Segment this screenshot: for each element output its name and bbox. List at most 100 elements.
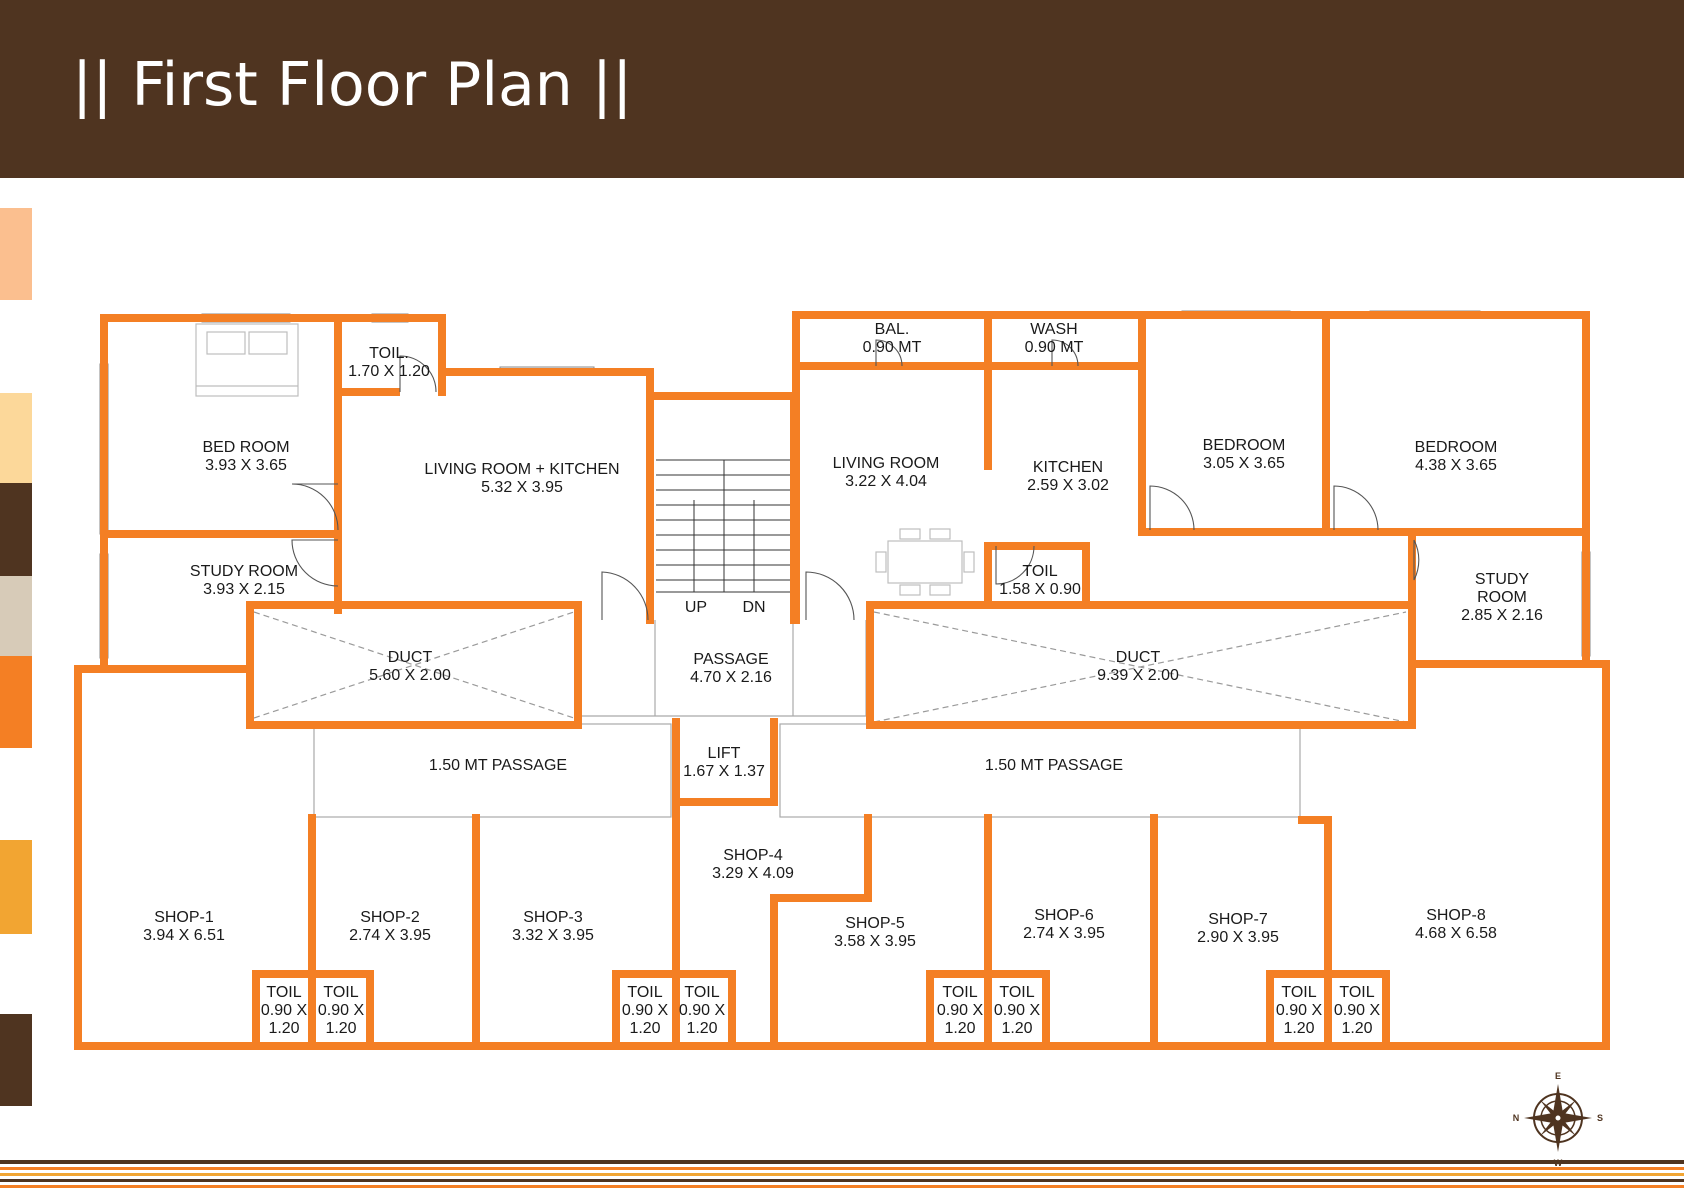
shop-toilet-size: 0.90 X (318, 1002, 365, 1019)
size-toil-mid: 1.58 X 0.90 (999, 581, 1081, 598)
duct-diagonals (253, 611, 1407, 723)
size-shop-3: 3.32 X 3.95 (512, 927, 594, 944)
color-swatch-orange (0, 656, 32, 748)
compass-icon: E W N S (1513, 1071, 1603, 1168)
shop-toilet: TOIL 0.90 X 1.20 (679, 984, 726, 1037)
label-duct-2: DUCT (1116, 649, 1161, 666)
shop-labels: SHOP-1 3.94 X 6.51 SHOP-2 2.74 X 3.95 SH… (143, 847, 1497, 950)
label-living-room: LIVING ROOM (833, 455, 940, 472)
label-bed-room: BED ROOM (202, 439, 289, 456)
shop-toilet: TOIL 0.90 X 1.20 (1334, 984, 1381, 1037)
label-toil-top: TOIL. (369, 345, 409, 362)
size-wash: 0.90 MT (1025, 339, 1084, 356)
label-bedroom-3: BEDROOM (1415, 439, 1498, 456)
shop-toilet-size-2: 1.20 (1001, 1020, 1032, 1037)
shop-toilet-name: TOIL (942, 984, 977, 1001)
shop-toilet: TOIL 0.90 X 1.20 (994, 984, 1041, 1037)
label-study-room-2-line2: ROOM (1477, 589, 1527, 606)
shop-toilet-size: 0.90 X (1276, 1002, 1323, 1019)
size-bedroom-3: 4.38 X 3.65 (1415, 457, 1497, 474)
label-study-room-2-line1: STUDY (1475, 571, 1530, 588)
shop-toilet-name: TOIL (266, 984, 301, 1001)
label-study-room-1: STUDY ROOM (190, 563, 298, 580)
shop-toilet-name: TOIL (323, 984, 358, 1001)
footer-stripe (0, 1179, 1684, 1182)
shop-toilet-size: 0.90 X (1334, 1002, 1381, 1019)
room-labels: BED ROOM 3.93 X 3.65 TOIL. 1.70 X 1.20 L… (190, 321, 1543, 780)
shop-toilet-size-2: 1.20 (1283, 1020, 1314, 1037)
label-wash: WASH (1030, 321, 1077, 338)
size-shop-6: 2.74 X 3.95 (1023, 925, 1105, 942)
shop-toilet-name: TOIL (627, 984, 662, 1001)
doors (291, 339, 1420, 621)
color-swatch-beige (0, 576, 32, 656)
shop-toilet-size-2: 1.20 (325, 1020, 356, 1037)
size-study-room-1: 3.93 X 2.15 (203, 581, 285, 598)
label-stair-up: UP (685, 599, 707, 616)
shop-toilet-size: 0.90 X (622, 1002, 669, 1019)
label-shop-4: SHOP-4 (723, 847, 783, 864)
label-toil-mid: TOIL (1022, 563, 1057, 580)
shop-toilet: TOIL 0.90 X 1.20 (622, 984, 669, 1037)
size-shop-4: 3.29 X 4.09 (712, 865, 794, 882)
footer-stripe (0, 1167, 1684, 1170)
label-passage-right: 1.50 MT PASSAGE (985, 757, 1123, 774)
size-shop-5: 3.58 X 3.95 (834, 933, 916, 950)
shop-toilet-size-2: 1.20 (1341, 1020, 1372, 1037)
shop-toilet-size: 0.90 X (261, 1002, 308, 1019)
compass-e: E (1555, 1071, 1561, 1081)
shop-toilet-name: TOIL (1281, 984, 1316, 1001)
size-toil-top: 1.70 X 1.20 (348, 363, 430, 380)
shop-toilet-size: 0.90 X (679, 1002, 726, 1019)
label-passage: PASSAGE (693, 651, 768, 668)
staircase (656, 459, 792, 593)
bed-furniture (195, 323, 299, 397)
size-bed-room: 3.93 X 3.65 (205, 457, 287, 474)
label-lift: LIFT (708, 745, 741, 762)
size-lift: 1.67 X 1.37 (683, 763, 765, 780)
walls (74, 311, 1610, 1050)
footer-stripe (0, 1185, 1684, 1188)
size-bal: 0.90 MT (863, 339, 922, 356)
shop-toilet: TOIL 0.90 X 1.20 (937, 984, 984, 1037)
color-swatch-dark-brown (0, 1014, 32, 1106)
label-kitchen: KITCHEN (1033, 459, 1103, 476)
size-kitchen: 2.59 X 3.02 (1027, 477, 1109, 494)
size-study-room-2: 2.85 X 2.16 (1461, 607, 1543, 624)
label-shop-8: SHOP-8 (1426, 907, 1486, 924)
footer-stripe (0, 1173, 1684, 1176)
label-living-kitchen: LIVING ROOM + KITCHEN (424, 461, 619, 478)
size-shop-8: 4.68 X 6.58 (1415, 925, 1497, 942)
shop-toilet-name: TOIL (1339, 984, 1374, 1001)
label-shop-1: SHOP-1 (154, 909, 214, 926)
page-title: || First Floor Plan || (72, 50, 633, 120)
dining-table (875, 528, 975, 596)
size-shop-7: 2.90 X 3.95 (1197, 929, 1279, 946)
shop-toilet-labels: TOIL 0.90 X 1.20 TOIL 0.90 X 1.20 TOIL 0… (261, 984, 1381, 1037)
label-shop-5: SHOP-5 (845, 915, 905, 932)
shop-toilet: TOIL 0.90 X 1.20 (318, 984, 365, 1037)
shop-toilet: TOIL 0.90 X 1.20 (1276, 984, 1323, 1037)
label-bedroom-2: BEDROOM (1203, 437, 1286, 454)
shop-toilet-size: 0.90 X (937, 1002, 984, 1019)
shop-toilet-size: 0.90 X (994, 1002, 1041, 1019)
shop-toilet-name: TOIL (999, 984, 1034, 1001)
footer-stripe (0, 1160, 1684, 1164)
label-duct-1: DUCT (388, 649, 433, 666)
label-passage-left: 1.50 MT PASSAGE (429, 757, 567, 774)
color-swatch-brown (0, 483, 32, 576)
label-shop-2: SHOP-2 (360, 909, 420, 926)
compass-n: N (1513, 1113, 1520, 1123)
size-living-kitchen: 5.32 X 3.95 (481, 479, 563, 496)
shop-toilet-name: TOIL (684, 984, 719, 1001)
shop-toilet-size-2: 1.20 (944, 1020, 975, 1037)
size-shop-1: 3.94 X 6.51 (143, 927, 225, 944)
size-duct-2: 9.39 X 2.00 (1097, 667, 1179, 684)
label-stair-dn: DN (742, 599, 765, 616)
color-swatch-amber (0, 840, 32, 934)
label-shop-3: SHOP-3 (523, 909, 583, 926)
shop-toilet: TOIL 0.90 X 1.20 (261, 984, 308, 1037)
size-bedroom-2: 3.05 X 3.65 (1203, 455, 1285, 472)
shop-toilet-size-2: 1.20 (686, 1020, 717, 1037)
